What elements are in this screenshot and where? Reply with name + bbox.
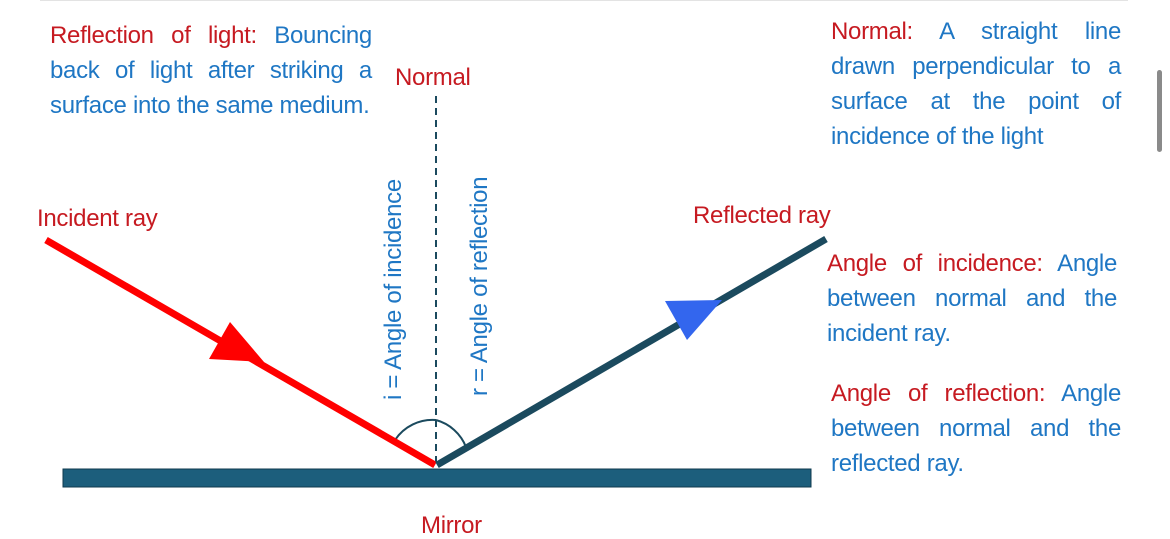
angle-of-incidence-arc	[394, 418, 437, 441]
definition-text: A straight line drawn perpendicular to a…	[831, 18, 1121, 150]
angle-of-reflection-arc	[435, 419, 467, 448]
definition-text: Angle between normal and the reflected r…	[831, 380, 1121, 477]
definition-normal: Normal: A straight line drawn perpendicu…	[831, 14, 1121, 154]
scrollbar-thumb[interactable]	[1157, 70, 1162, 152]
definition-text: Bouncing back of light after striking a …	[50, 22, 372, 119]
definition-term: Angle of reflection:	[831, 380, 1046, 407]
mirror	[62, 468, 812, 488]
definition-reflection-of-light: Reflection of light: Bouncing back of li…	[50, 18, 372, 123]
definition-angle-of-reflection: Angle of reflection: Angle between norma…	[831, 376, 1121, 481]
definition-term: Normal:	[831, 18, 913, 45]
mirror-label: Mirror	[421, 512, 482, 539]
reflected-ray-label: Reflected ray	[693, 202, 831, 229]
reflected-ray-arrowhead	[665, 300, 722, 340]
definition-angle-of-incidence: Angle of incidence: Angle between normal…	[827, 246, 1117, 351]
incident-ray-arrowhead	[209, 322, 264, 362]
angle-of-reflection-label: r = Angle of reflection	[466, 177, 493, 396]
normal-label: Normal	[395, 64, 471, 91]
top-divider	[40, 0, 1128, 1]
angle-of-incidence-label: i = Angle of incidence	[380, 179, 407, 400]
definition-term: Reflection of light:	[50, 22, 257, 49]
definition-text: Angle between normal and the incident ra…	[827, 250, 1118, 347]
reflected-ray	[435, 235, 828, 469]
definition-term: Angle of incidence:	[827, 250, 1043, 277]
incident-ray-label: Incident ray	[37, 205, 158, 232]
